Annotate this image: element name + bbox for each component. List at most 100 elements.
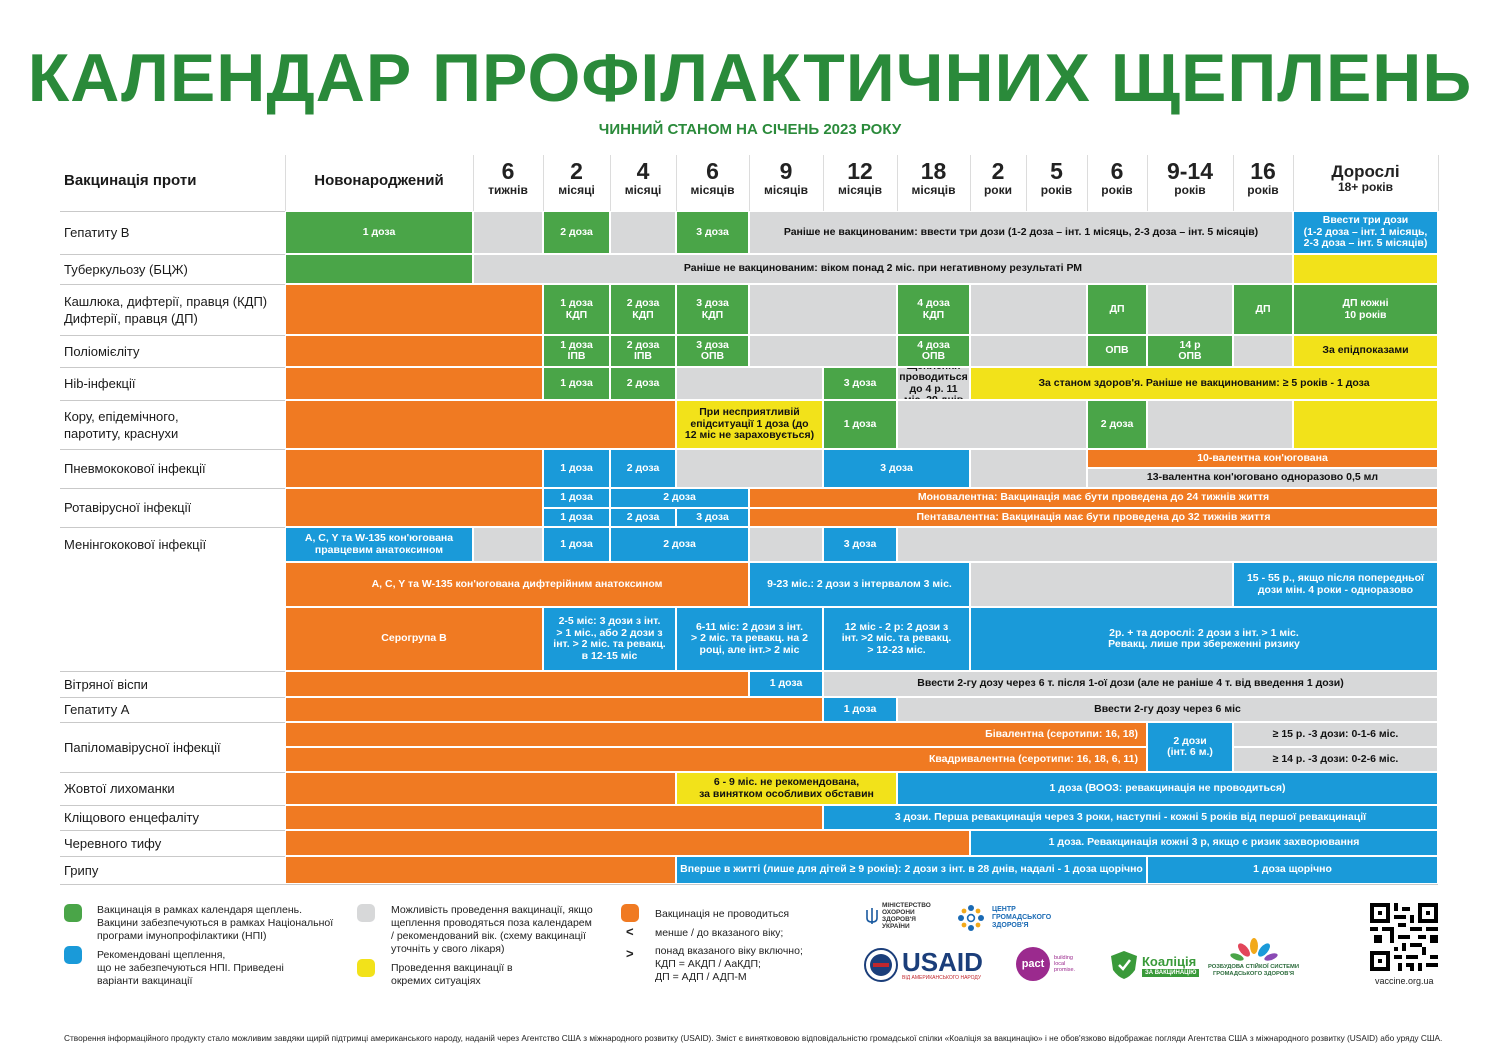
men-b-2-5-cell: 2-5 міс: 3 дози з інт. > 1 міс., або 2 д… [543,607,676,671]
header-age-unit: місяці [558,183,595,197]
hib-4m-cell: 2 доза [610,367,676,400]
empty-cell [285,449,543,488]
column-divider [473,155,474,211]
flu-child-cell: Вперше в житті (лише для дітей ≥ 9 років… [676,856,1147,884]
header-age-number: 5 [1050,158,1063,184]
pcv-12m-cell: 3 доза [823,449,970,488]
moh-logo-text: МІНІСТЕРСТВО ОХОРОНИ ЗДОРОВ'Я УКРАЇНИ [882,902,931,930]
column-divider [970,155,971,211]
hepa-12m-cell: 1 доза [823,697,897,722]
polio-6y-cell: ОПВ [1087,335,1147,367]
empty-cell [285,335,543,367]
coalition-logo-text: Коаліція [1142,953,1197,969]
men-b-cell: Серогрупа В [285,607,543,671]
var-9m-cell: 1 доза [749,671,823,697]
dtp-2m-cell: 1 доза КДП [543,284,610,335]
rota-penta-text-cell: Пентавалентна: Вакцинація має бути прове… [749,508,1438,527]
column-divider [1438,155,1439,211]
hepb-newborn-cell: 1 доза [285,211,473,254]
page-subtitle: ЧИННИЙ СТАНОМ НА СІЧЕНЬ 2023 РОКУ [598,121,902,138]
dtp-6y-cell: ДП [1087,284,1147,335]
rota-penta-2m-cell: 1 доза [543,508,610,527]
var-text-cell: Ввести 2-гу дозу через 6 т. після 1-ої д… [823,671,1438,697]
legend-green-swatch [64,904,82,922]
polio-6m-cell: 3 доза ОПВ [676,335,749,367]
empty-cell [285,254,473,284]
empty-cell [473,527,543,562]
row-label: Жовтої лихоманки [64,781,175,796]
header-age-number: 9 [779,158,793,184]
header-age-number: 18 [920,158,947,184]
yf-6-9-cell: 6 - 9 міс. не рекомендована, за винятком… [676,772,897,805]
row-label: Ротавірусної інфекції [64,500,192,515]
row-label: Черевного тифу [64,835,162,851]
polio-14y-cell: 14 р ОПВ [1147,335,1233,367]
typh-text-cell: 1 доза. Ревакцинація кожні 3 р, якщо є р… [970,830,1438,856]
column-divider [543,155,544,211]
page-title: КАЛЕНДАР ПРОФІЛАКТИЧНИХ ЩЕПЛЕНЬ [27,40,1473,116]
qr-code-icon [1370,903,1438,971]
empty-cell [970,284,1087,335]
usaid-seal-icon [864,948,898,982]
column-divider [285,155,286,211]
polio-4m-cell: 2 доза ІПВ [610,335,676,367]
legend-yellow-text: Проведення вакцинації в окремих ситуація… [391,962,513,987]
empty-cell [970,562,1233,607]
trident-icon [866,908,878,924]
usaid-logo: USAID ВІД АМЕРИКАНСЬКОГО НАРОДУ [864,948,983,982]
empty-cell [285,367,543,400]
empty-cell [285,697,823,722]
legend-gray-text: Можливість проведення вакцинації, якщо щ… [391,904,593,955]
empty-cell [473,211,543,254]
empty-cell [897,400,1087,449]
men-newborn-cell: A, C, Y та W-135 кон'югована правцевим а… [285,527,473,562]
row-label: Кашлюка, дифтерії, правця (КДП) Дифтерії… [64,293,268,326]
rota-mono-text-cell: Моновалентна: Вакцинація має бути провед… [749,488,1438,508]
row-label: Вітряної віспи [64,676,148,692]
empty-cell [1293,400,1438,449]
header-age-number: Дорослі [1331,162,1400,181]
hib-health-cell: За станом здоров'я. Раніше не вакцинован… [970,367,1438,400]
row-label: Менінгококової інфекції [64,536,207,552]
empty-cell [285,772,676,805]
pcv-13-cell: 13-валентна кон'юговано одноразово 0,5 м… [1087,468,1438,488]
pact-logo-text: pact [1021,958,1045,970]
coalition-logo: Коаліція ЗА ВАКЦИНАЦІЮ [1110,950,1200,980]
empty-cell [897,527,1438,562]
header-age-number: 6 [1110,158,1124,184]
header-age-number: 4 [636,158,650,184]
phc-logo-text: ЦЕНТР ГРОМАДСЬКОГО ЗДОРОВ'Я [992,906,1052,929]
column-divider [1026,155,1027,211]
empty-cell [285,400,676,449]
usaid-logo-text: USAID [902,947,983,977]
header-vaccination-against: Вакцинація проти [64,172,197,189]
dtp-6m-cell: 3 доза КДП [676,284,749,335]
phc-logo: ЦЕНТР ГРОМАДСЬКОГО ЗДОРОВ'Я [955,902,1051,934]
men-2m-cell: 1 доза [543,527,610,562]
empty-cell [1147,284,1233,335]
men-9-23-cell: 9-23 міс.: 2 дози з інтервалом 3 міс. [749,562,970,607]
pcv-4m-cell: 2 доза [610,449,676,488]
legend-gray-swatch [357,904,375,922]
moh-logo: МІНІСТЕРСТВО ОХОРОНИ ЗДОРОВ'Я УКРАЇНИ [866,902,931,930]
row-label: Гепатиту А [64,702,130,717]
mmr-12m-cell: 1 доза [823,400,897,449]
column-divider [897,155,898,211]
hepb-6m-cell: 3 доза [676,211,749,254]
mmr-6y-cell: 2 доза [1087,400,1147,449]
flower-icon [1229,938,1278,961]
hepb-adult-cell: Ввести три дози (1-2 доза – інт. 1 місяц… [1293,211,1438,254]
legend-more-symbol: > [626,946,634,961]
empty-cell [610,211,676,254]
row-label: Поліомієліту [64,343,140,359]
row-label: Гепатиту В [64,225,130,240]
legend-yellow-swatch [357,959,375,977]
empty-cell [1233,335,1293,367]
